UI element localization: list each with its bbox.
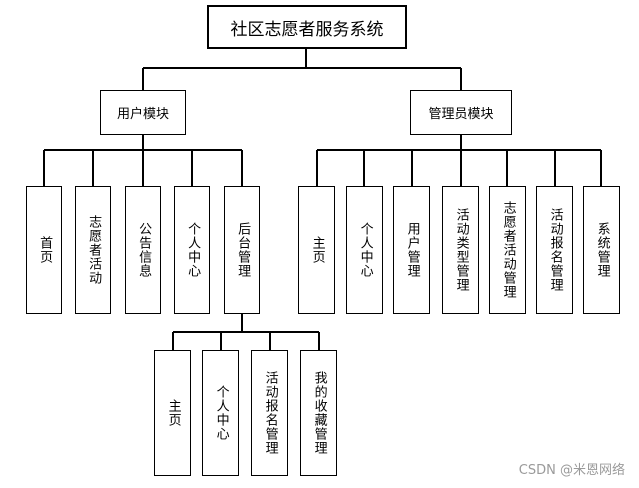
admin-item-node: 志愿者活动管理 bbox=[489, 186, 526, 314]
backend-item-label: 主页 bbox=[165, 399, 181, 427]
backend-item-node: 活动报名管理 bbox=[251, 350, 288, 476]
user-item-node: 首页 bbox=[26, 186, 62, 314]
admin-item-node: 主页 bbox=[298, 186, 335, 314]
admin-module-label: 管理员模块 bbox=[428, 107, 494, 122]
user-module-label: 用户模块 bbox=[116, 107, 169, 122]
user-item-label: 志愿者活动 bbox=[86, 215, 102, 285]
root-node: 社区志愿者服务系统 bbox=[207, 5, 407, 49]
backend-item-node: 个人中心 bbox=[202, 350, 239, 476]
admin-item-node: 个人中心 bbox=[346, 186, 383, 314]
admin-item-node: 活动报名管理 bbox=[536, 186, 573, 314]
user-item-node: 公告信息 bbox=[125, 186, 161, 314]
admin-item-label: 个人中心 bbox=[357, 222, 373, 278]
user-item-node: 志愿者活动 bbox=[75, 186, 111, 314]
root-label: 社区志愿者服务系统 bbox=[230, 19, 384, 40]
backend-item-node: 我的收藏管理 bbox=[300, 350, 337, 476]
watermark-text: CSDN @米恩网络 bbox=[518, 463, 625, 478]
admin-item-node: 系统管理 bbox=[583, 186, 620, 314]
admin-item-label: 活动报名管理 bbox=[547, 208, 563, 292]
user-item-label: 公告信息 bbox=[136, 222, 152, 278]
backend-node: 后台管理 bbox=[224, 186, 260, 314]
admin-item-node: 活动类型管理 bbox=[442, 186, 479, 314]
admin-item-label: 系统管理 bbox=[594, 222, 610, 278]
user-item-label: 个人中心 bbox=[185, 222, 201, 278]
admin-item-node: 用户管理 bbox=[393, 186, 430, 314]
user-item-node: 个人中心 bbox=[174, 186, 210, 314]
user-module-node: 用户模块 bbox=[100, 90, 186, 135]
user-item-label: 首页 bbox=[37, 236, 53, 264]
admin-item-label: 志愿者活动管理 bbox=[500, 201, 516, 299]
backend-item-node: 主页 bbox=[154, 350, 191, 476]
backend-label: 后台管理 bbox=[235, 222, 251, 278]
backend-item-label: 个人中心 bbox=[213, 385, 229, 441]
backend-item-label: 我的收藏管理 bbox=[311, 371, 327, 455]
admin-item-label: 用户管理 bbox=[404, 222, 420, 278]
admin-module-node: 管理员模块 bbox=[410, 90, 512, 135]
admin-item-label: 活动类型管理 bbox=[453, 208, 469, 292]
backend-item-label: 活动报名管理 bbox=[262, 371, 278, 455]
admin-item-label: 主页 bbox=[309, 236, 325, 264]
